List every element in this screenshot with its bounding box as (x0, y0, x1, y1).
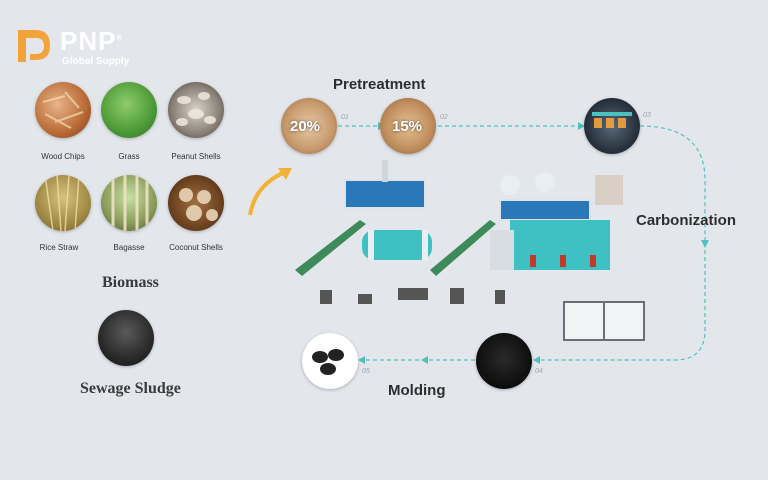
pretreatment-step-1-photo (281, 98, 337, 154)
carbonization-title: Carbonization (636, 212, 736, 229)
charcoal-powder-photo (476, 333, 532, 389)
pretreatment-title: Pretreatment (333, 76, 426, 93)
pnp-logo: PNP® Global Supply (16, 24, 166, 72)
biomass-label: Biomass (102, 274, 159, 291)
carbonization-furnace-photo (584, 98, 640, 154)
logo-name: PNP® (60, 26, 124, 56)
material-label-grass: Grass (118, 152, 140, 161)
step-number-03: 03 (643, 112, 651, 119)
sewage-sludge-label: Sewage Sludge (80, 380, 181, 397)
moisture-15-label: 15% (392, 118, 423, 135)
briquettes-photo (302, 333, 358, 389)
container-unit (563, 301, 645, 341)
moisture-20-label: 20% (290, 118, 321, 135)
step-number-05: 05 (362, 368, 370, 375)
pnp-logo-mark-icon (18, 30, 50, 62)
production-line-illustration (295, 160, 623, 304)
coconut-shells-photo (168, 175, 224, 231)
bagasse-photo (101, 175, 157, 231)
grass-photo (101, 82, 157, 138)
material-label-wood-chips: Wood Chips (41, 152, 85, 161)
peanut-shells-photo (168, 82, 224, 138)
rice-straw-photo (35, 175, 91, 231)
step-number-04: 04 (535, 368, 543, 375)
logo-tagline: Global Supply (62, 56, 130, 67)
wood-chips-photo (35, 82, 91, 138)
material-label-coconut-shells: Coconut Shells (169, 243, 223, 252)
step-number-02: 02 (440, 114, 448, 121)
sewage-sludge-photo (98, 310, 154, 366)
material-label-peanut-shells: Peanut Shells (171, 152, 221, 161)
pretreatment-step-2-photo (380, 98, 436, 154)
material-label-rice-straw: Rice Straw (39, 243, 79, 252)
material-label-bagasse: Bagasse (113, 243, 145, 252)
step-number-01: 01 (341, 114, 349, 121)
molding-title: Molding (388, 382, 446, 399)
input-arrow-icon (248, 168, 292, 216)
